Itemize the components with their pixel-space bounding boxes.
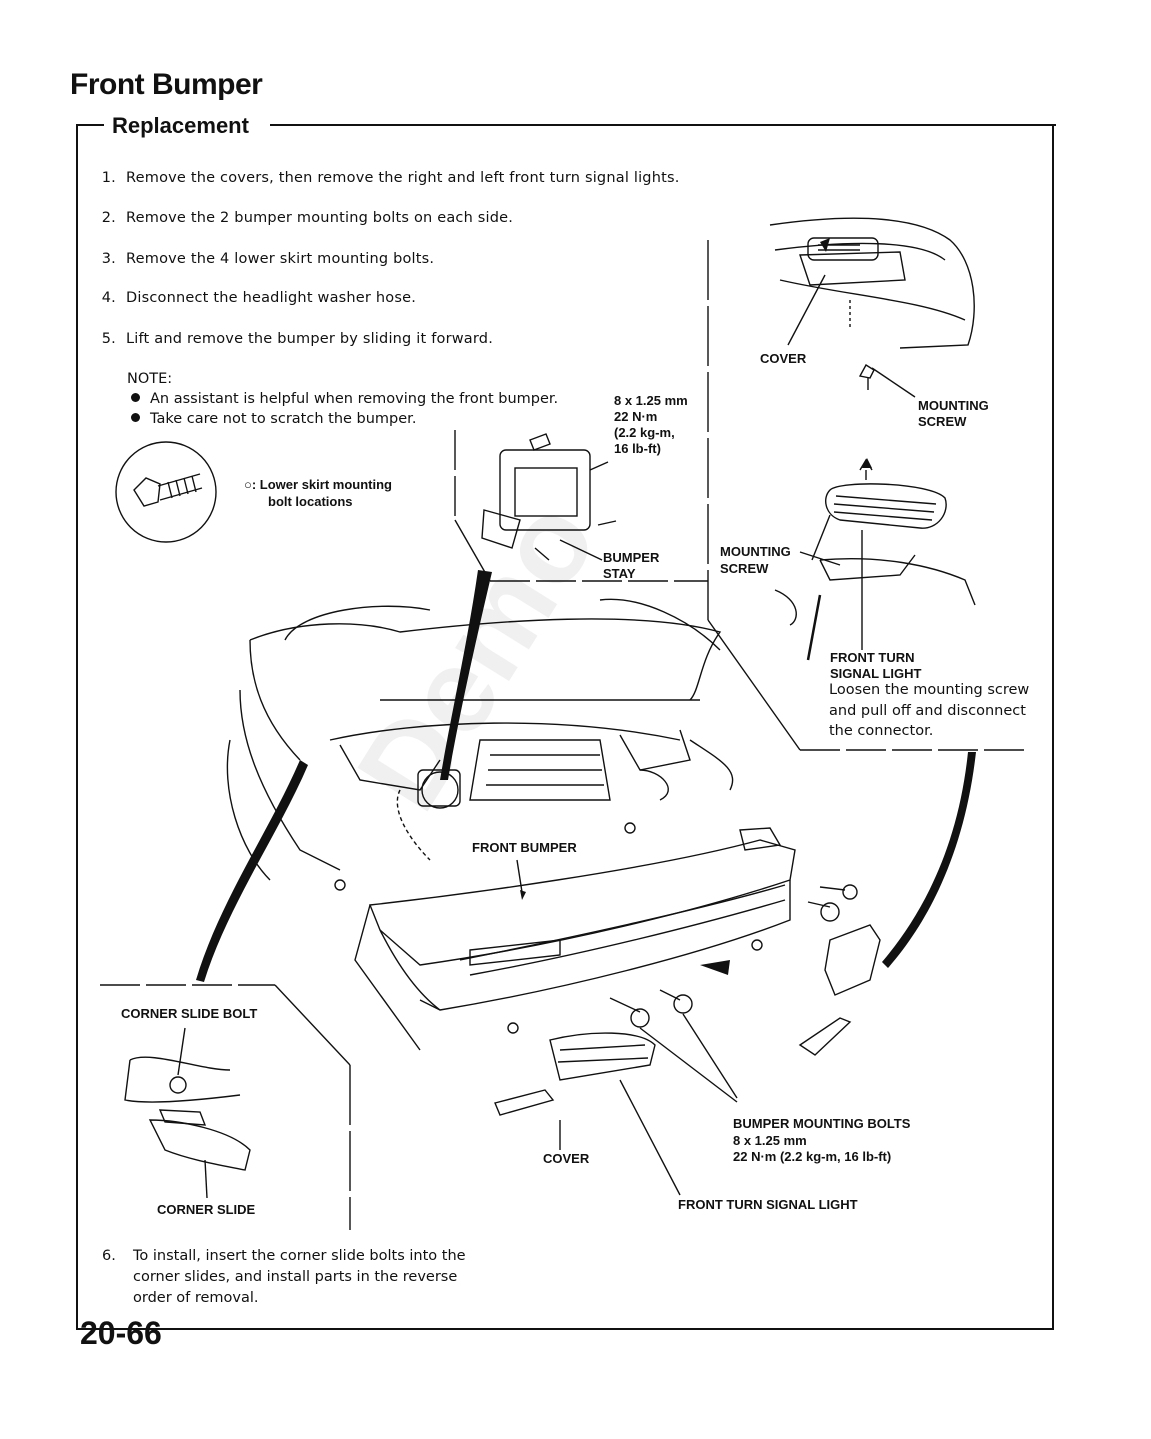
step-3: 3. Remove the 4 lower skirt mounting bolt…: [90, 251, 434, 267]
page-title: Front Bumper: [70, 68, 263, 101]
step-6-line-1: To install, insert the corner slide bolt…: [133, 1248, 466, 1264]
bumper-bolts-label-3: 22 N·m (2.2 kg-m, 16 lb-ft): [733, 1149, 892, 1164]
step-number: 5.: [101, 331, 116, 347]
content-frame: [76, 124, 1054, 1330]
step-text: Remove the 4 lower skirt mounting bolts.: [126, 251, 435, 267]
cover-top-label: COVER: [760, 351, 807, 366]
bumper-stay: [481, 433, 617, 561]
note-item: Take care not to scratch the bumper.: [131, 411, 416, 427]
cover-bottom-label: COVER: [543, 1151, 590, 1166]
frame-rule-right: [270, 124, 1056, 126]
bumper-bolts-label-2: 8 x 1.25 mm: [733, 1133, 807, 1148]
corner-slide-bolt-label: CORNER SLIDE BOLT: [121, 1006, 258, 1021]
step-number: 2.: [101, 210, 116, 226]
step-2: 2. Remove the 2 bumper mounting bolts on …: [90, 210, 513, 226]
note-text: Take care not to scratch the bumper.: [150, 411, 417, 427]
step-text: Remove the 2 bumper mounting bolts on ea…: [126, 210, 514, 226]
bumper-bolts-label-1: BUMPER MOUNTING BOLTS: [733, 1116, 911, 1131]
frame-rule-left: [76, 124, 104, 126]
bolt-icon-circle: [115, 441, 217, 543]
stay-torque-4: 16 lb-ft): [614, 441, 661, 456]
bumper-stay-label-2: STAY: [603, 566, 636, 581]
stay-torque-1: 8 x 1.25 mm: [614, 393, 688, 408]
front-turn-label-1: FRONT TURN: [830, 650, 915, 665]
bumper-bolts: [609, 884, 858, 1103]
mounting-screw-top-2: SCREW: [918, 414, 967, 429]
step-number: 1.: [101, 170, 116, 186]
front-bumper-label: FRONT BUMPER: [472, 840, 577, 855]
step-text: Disconnect the headlight washer hose.: [126, 290, 417, 306]
bullet-icon: [131, 393, 140, 402]
lower-skirt-label-1: ○: Lower skirt mounting: [244, 477, 392, 492]
page-number: 20-66: [80, 1315, 162, 1351]
lower-skirt-label-2: bolt locations: [268, 494, 353, 509]
step-4: 4. Disconnect the headlight washer hose.: [90, 290, 416, 306]
step-text: Remove the covers, then remove the right…: [126, 170, 680, 186]
step-6-line-3: order of removal.: [133, 1290, 259, 1306]
front-turn-label-2: SIGNAL LIGHT: [830, 666, 922, 681]
bolt-icon: [133, 473, 203, 507]
bullet-icon: [131, 413, 140, 422]
note-text: An assistant is helpful when removing th…: [150, 391, 559, 407]
bumper-stay-label-1: BUMPER: [603, 550, 660, 565]
stay-torque-3: (2.2 kg-m,: [614, 425, 675, 440]
front-bumper-shape: [354, 827, 796, 1051]
car-body: [226, 598, 763, 1034]
section-title: Replacement: [108, 113, 253, 139]
mounting-screw-top-1: MOUNTING: [918, 398, 989, 413]
step-number: 3.: [101, 251, 116, 267]
loosen-instruction-2: and pull off and disconnect: [829, 703, 1026, 719]
loosen-instruction-1: Loosen the mounting screw: [829, 682, 1030, 698]
step-6-line-2: corner slides, and install parts in the …: [133, 1269, 458, 1285]
stay-torque-2: 22 N·m: [614, 409, 658, 424]
step-6-number: 6.: [102, 1248, 116, 1264]
step-text: Lift and remove the bumper by sliding it…: [126, 331, 493, 347]
note-item: An assistant is helpful when removing th…: [131, 391, 558, 407]
mounting-screw-mid-2: SCREW: [720, 561, 769, 576]
mounting-screw-mid-1: MOUNTING: [720, 544, 791, 559]
step-5: 5. Lift and remove the bumper by sliding …: [90, 331, 493, 347]
corner-slide-label: CORNER SLIDE: [157, 1202, 256, 1217]
front-turn-signal-light-label: FRONT TURN SIGNAL LIGHT: [678, 1197, 858, 1212]
step-1: 1. Remove the covers, then remove the rig…: [90, 170, 680, 186]
loosen-instruction-3: the connector.: [829, 723, 934, 739]
step-number: 4.: [101, 290, 116, 306]
note-heading: NOTE:: [127, 371, 173, 387]
